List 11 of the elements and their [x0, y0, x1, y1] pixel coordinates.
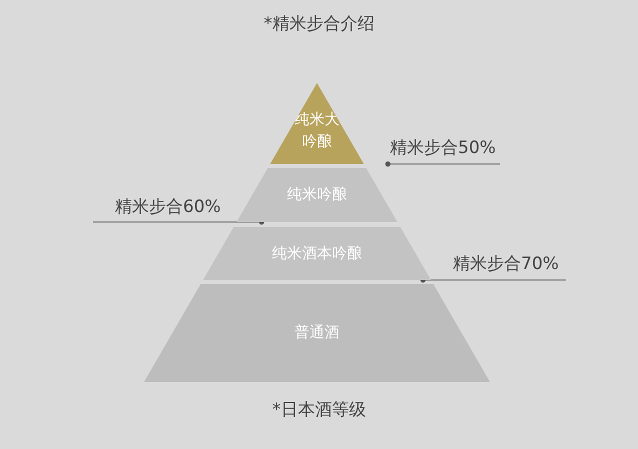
leader-line — [385, 161, 500, 167]
leader-line — [92, 219, 264, 225]
tier-label: 纯米酒本吟酿 — [272, 242, 362, 264]
callout-text: 精米步合70% — [453, 252, 559, 275]
callout-text: 精米步合50% — [390, 136, 496, 159]
caption: *日本酒等级 — [272, 399, 366, 421]
tier-label: 纯米吟酿 — [286, 184, 347, 206]
title: *精米步合介绍 — [264, 13, 374, 35]
leader-line — [420, 277, 566, 283]
tier-label: 普通酒 — [294, 322, 340, 344]
callout-text: 精米步合60% — [115, 195, 221, 218]
